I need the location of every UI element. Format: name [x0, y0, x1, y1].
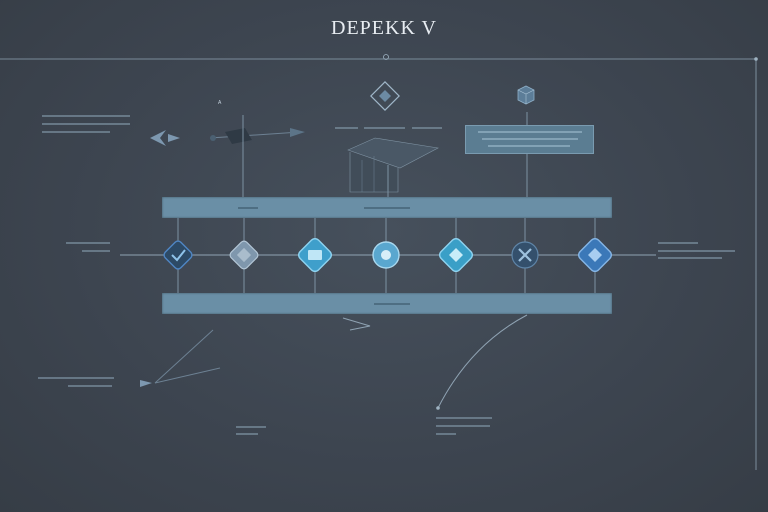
upper-band-text-lines	[238, 207, 410, 209]
box-sketch-icon	[347, 137, 439, 193]
diamond-icon	[236, 247, 252, 263]
upper-band	[162, 197, 612, 218]
checkmark-icon	[171, 249, 186, 262]
right-arrowhead-icon	[290, 128, 305, 137]
top-center-marker	[383, 54, 389, 60]
node-diamond-gray[interactable]	[228, 239, 259, 270]
left-connector-dot	[210, 135, 216, 141]
diamond-icon	[449, 248, 463, 262]
top-cube-cluster-icon	[517, 85, 535, 105]
diamond-icon	[588, 248, 602, 262]
lower-curve-end-dot	[436, 406, 440, 410]
circle-icon	[381, 250, 391, 260]
left-arrow-icon	[150, 130, 180, 146]
lower-band	[162, 293, 612, 314]
node-diamond-teal[interactable]	[438, 237, 475, 274]
diagram-title: DEPEKK V	[331, 17, 437, 39]
info-panel	[465, 125, 594, 154]
node-screen[interactable]	[297, 237, 334, 274]
text-placeholder-lines	[38, 115, 735, 435]
lower-left-branch	[154, 367, 221, 384]
node-x[interactable]	[511, 241, 539, 269]
lower-left-arrow-icon	[140, 380, 152, 387]
info-panel-lines	[478, 131, 582, 147]
left-connector-line	[209, 131, 301, 139]
top-diamond-logo-icon	[370, 81, 400, 111]
lower-curve-line	[437, 314, 528, 409]
screen-icon	[308, 250, 322, 260]
left-shape-icon	[225, 128, 252, 144]
node-diamond-blue[interactable]	[577, 237, 614, 274]
frame-corner-dot	[754, 57, 758, 61]
lower-zigzag-line	[342, 317, 371, 331]
lower-band-text-lines	[374, 303, 410, 305]
node-checkmark[interactable]	[162, 239, 193, 270]
top-connector-label: A	[218, 100, 222, 106]
node-circle[interactable]	[372, 241, 400, 269]
x-icon	[518, 248, 532, 262]
lower-left-diagonal	[154, 329, 214, 384]
